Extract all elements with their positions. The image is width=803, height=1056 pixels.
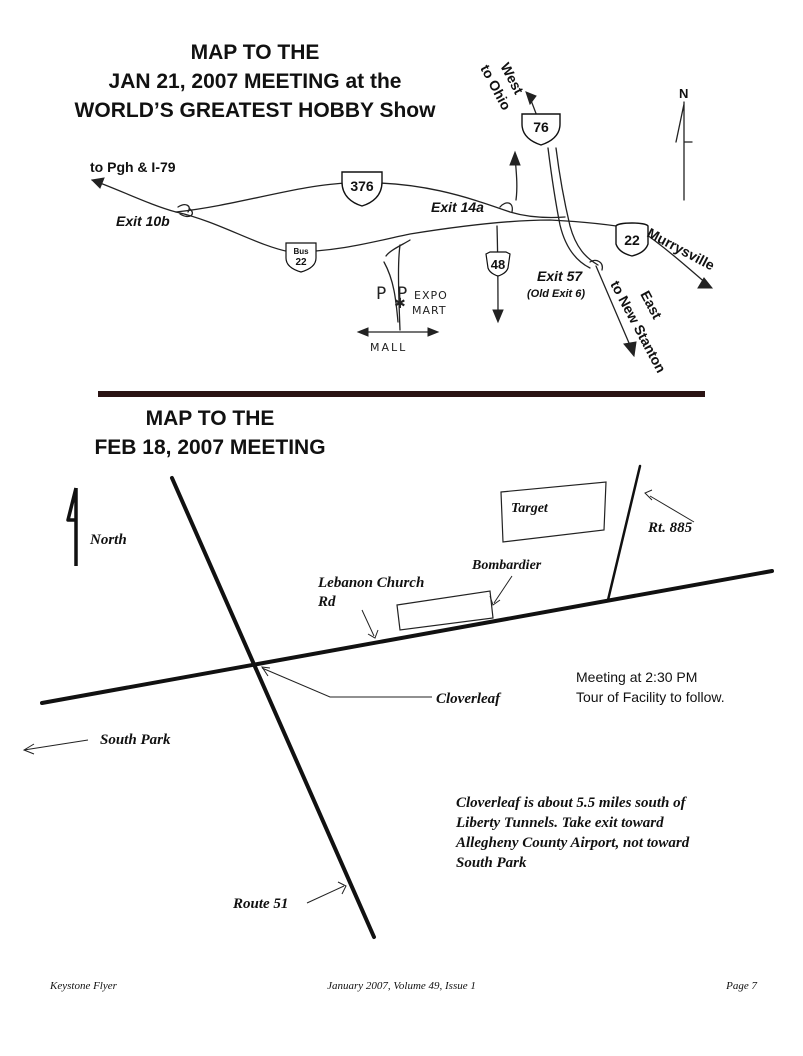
mart-label: MART	[412, 304, 447, 317]
to-pgh-label: to Pgh & I-79	[90, 159, 176, 175]
south-park-label: South Park	[100, 732, 171, 748]
mall-access-road	[397, 244, 401, 331]
west-ohio-arrowhead	[525, 91, 537, 106]
lebanon-church-label: Lebanon Church	[317, 575, 424, 591]
i76-road	[547, 147, 591, 269]
pa48-arrowhead	[492, 309, 504, 324]
map1-title-line: MAP TO THE	[190, 41, 320, 64]
note-line: Allegheny County Airport, not toward	[456, 835, 690, 851]
i76-east-road	[595, 265, 633, 351]
cloverleaf-pointer	[260, 666, 432, 698]
meeting-time: Meeting at 2:30 PM	[576, 669, 698, 685]
mall-ramp-2	[383, 261, 399, 323]
i376-shield	[341, 171, 383, 207]
map1-title-line: JAN 21, 2007 MEETING at the	[108, 70, 402, 93]
bus22-shield	[285, 242, 317, 273]
north-label: N	[679, 86, 688, 101]
map2-north-label: North	[89, 532, 127, 548]
note-line: South Park	[456, 855, 527, 871]
meeting-tour: Tour of Facility to follow.	[576, 689, 725, 705]
bombardier-label: Bombardier	[471, 558, 542, 573]
pa48-shield-number: 48	[491, 257, 505, 272]
exit-57-ramp	[589, 259, 603, 271]
footer-publication: Keystone Flyer	[50, 980, 117, 992]
south-park-arrow	[22, 739, 89, 755]
meeting-info: Meeting at 2:30 PM Tour of Facility to f…	[576, 667, 725, 707]
bus22-road	[175, 211, 641, 253]
exit-57-label: Exit 57	[537, 268, 583, 284]
map1-drawing: 76 376 Bus 22 48 22 N West to Ohio to Pg…	[90, 60, 718, 375]
north-arrow	[675, 101, 693, 201]
lebanon-pointer	[361, 609, 379, 639]
map2-title: MAP TO THE FEB 18, 2007 MEETING	[60, 404, 360, 462]
i376-road	[175, 182, 566, 219]
exit-14a-loop	[499, 202, 513, 213]
exit-10b-label: Exit 10b	[116, 213, 170, 229]
bombardier-pointer	[489, 575, 513, 606]
i76-shield-number: 76	[533, 119, 549, 135]
us22-shield	[615, 222, 649, 257]
expo-label: EXPO	[414, 289, 448, 302]
main-road	[40, 569, 774, 705]
mall-label: MALL	[370, 341, 407, 354]
new-stanton-arrowhead	[623, 341, 637, 358]
exit-14a-label: Exit 14a	[431, 199, 484, 215]
target-label: Target	[511, 501, 549, 516]
us22-shield-number: 22	[624, 232, 640, 248]
murrysville-arrowhead	[697, 277, 714, 289]
cloverleaf-label: Cloverleaf	[436, 691, 502, 707]
target-building	[500, 481, 607, 543]
bombardier-building	[396, 590, 494, 631]
rt885-pointer	[644, 489, 695, 523]
route51-pointer	[306, 881, 347, 904]
map1-title: MAP TO THE JAN 21, 2007 MEETING at the W…	[40, 38, 470, 125]
map1-title-line: WORLD’S GREATEST HOBBY Show	[74, 99, 436, 122]
parking-p-right: P	[397, 284, 407, 304]
mall-right-arrowhead	[427, 327, 440, 337]
lebanon-church-rd-label: Rd	[317, 594, 336, 610]
footer-issue: January 2007, Volume 49, Issue 1	[327, 980, 476, 992]
route-51-road	[170, 476, 376, 939]
rt885-label: Rt. 885	[647, 520, 693, 536]
directions-note: Cloverleaf is about 5.5 miles south of L…	[456, 793, 756, 873]
map2-title-line: MAP TO THE	[145, 407, 275, 430]
mall-left-arrowhead	[356, 327, 369, 337]
map2-title-line: FEB 18, 2007 MEETING	[94, 436, 326, 459]
rt885-road	[606, 464, 642, 602]
note-line: Cloverleaf is about 5.5 miles south of	[456, 795, 686, 811]
note-line: Liberty Tunnels. Take exit toward	[456, 815, 664, 831]
i376-shield-number: 376	[350, 178, 374, 194]
pa48-shield	[485, 251, 511, 277]
parking-p-left: P	[376, 284, 386, 304]
old-exit-6-label: (Old Exit 6)	[527, 288, 585, 300]
exit-10b-ramp	[177, 204, 194, 218]
footer-page-number: Page 7	[726, 980, 757, 992]
i76-road-parallel	[555, 147, 599, 266]
route51-label: Route 51	[232, 896, 288, 912]
bus22-shield-number: 22	[295, 257, 307, 268]
i76-shield	[521, 113, 561, 146]
to-pgh-arrowhead	[90, 177, 105, 189]
map2-north-arrow	[66, 487, 78, 566]
exit-14a-arrowhead	[509, 150, 521, 166]
mall-ramp	[385, 239, 411, 257]
bus22-shield-label: Bus	[293, 247, 309, 256]
section-divider	[98, 391, 705, 397]
expo-star-icon: ✱	[394, 296, 406, 312]
